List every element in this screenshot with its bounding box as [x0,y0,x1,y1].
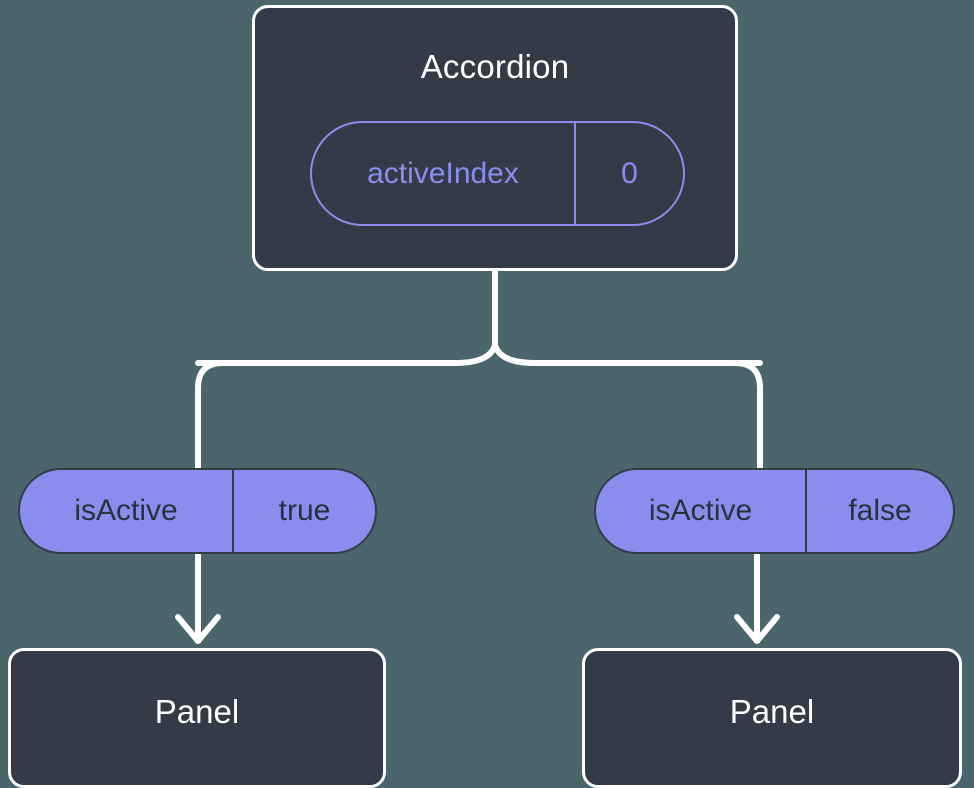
panel-component-node-left[interactable]: Panel [8,648,386,788]
prop-pill-key-left: isActive [20,470,234,552]
fork-connector-icon [195,342,763,366]
prop-pill-is-active-true[interactable]: isActive true [18,468,377,554]
prop-pill-value-right: false [848,494,912,527]
state-pill-active-index[interactable]: activeIndex 0 [310,121,685,226]
prop-pill-key-right: isActive [596,470,807,552]
component-tree-diagram: Accordion activeIndex 0 isActive true is… [8,5,962,788]
accordion-component-node[interactable]: Accordion activeIndex 0 [252,5,738,271]
panel-node-title-right: Panel [729,693,815,730]
panel-node-title-left: Panel [154,693,240,730]
prop-pill-value-left: true [278,494,331,527]
state-pill-value: 0 [621,156,638,190]
prop-pill-is-active-false[interactable]: isActive false [594,468,955,554]
branch-connector-left [195,360,226,473]
panel-component-node-right[interactable]: Panel [582,648,962,788]
arrow-down-icon-left [175,614,221,644]
accordion-node-title: Accordion [420,48,570,85]
state-pill-key: activeIndex [312,123,576,224]
branch-connector-right [732,360,763,473]
arrow-down-icon-right [734,614,780,644]
